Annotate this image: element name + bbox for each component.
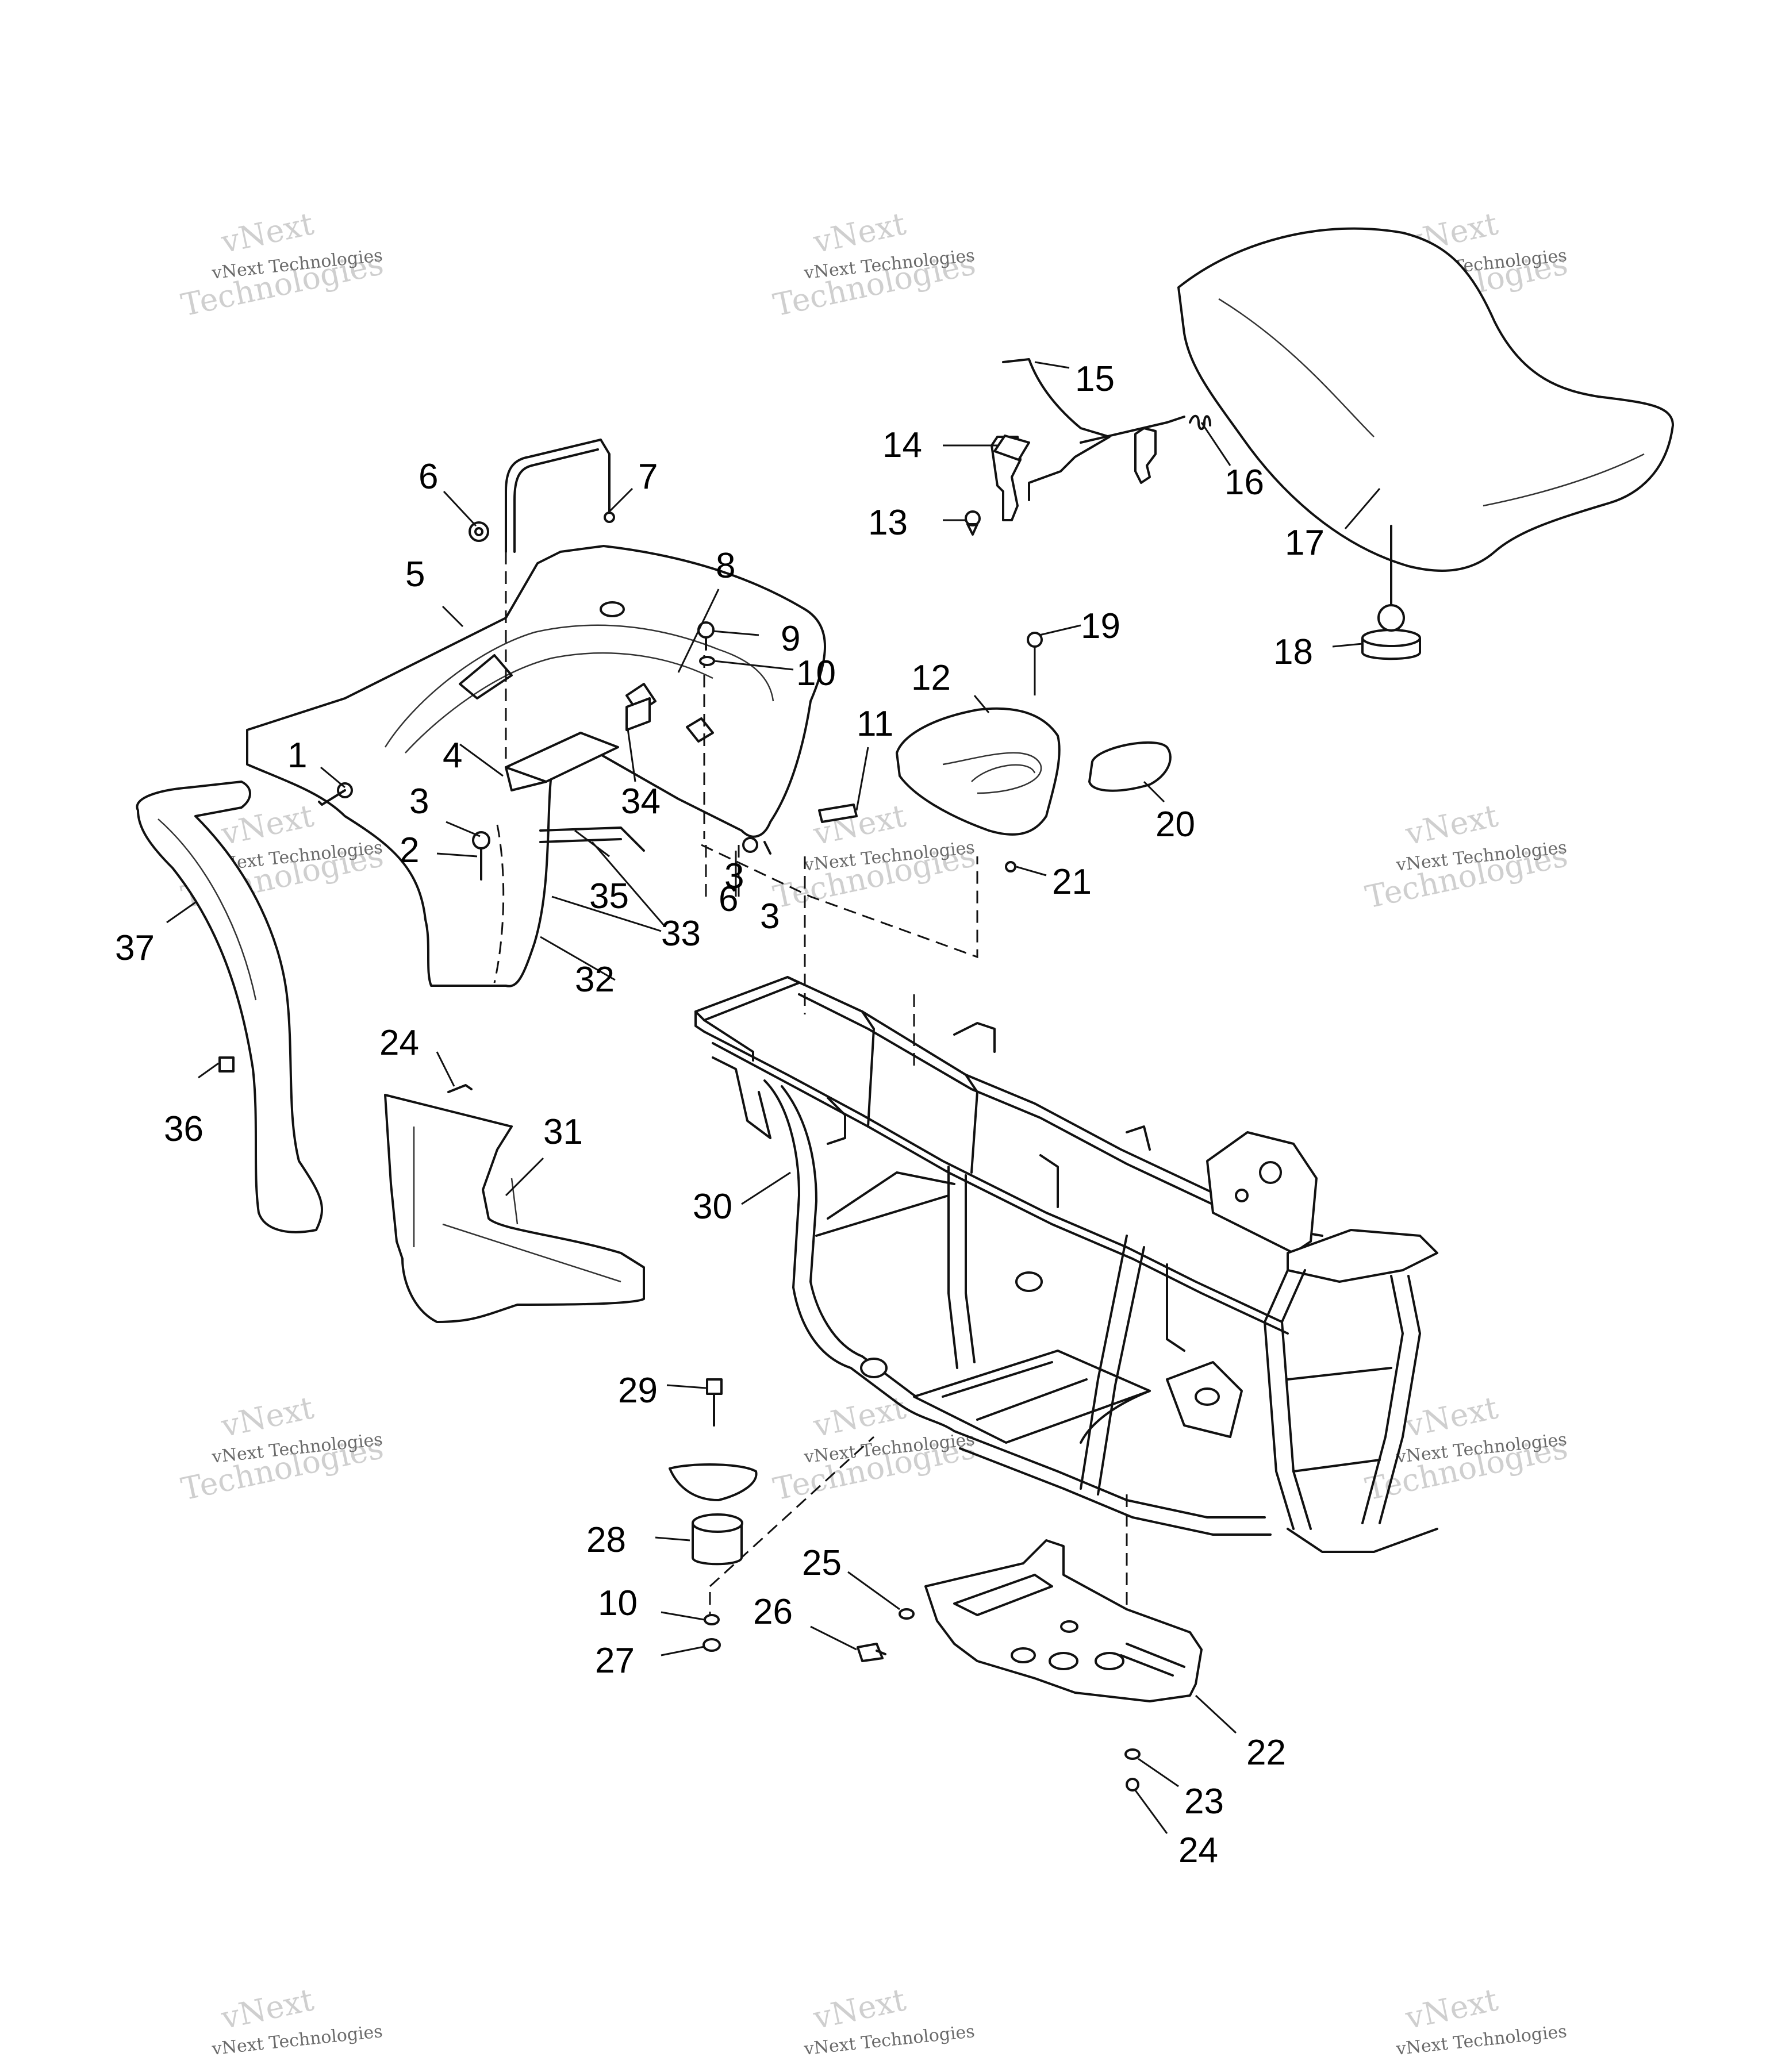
callout-37: 37	[115, 928, 155, 968]
callout-6: 6	[419, 457, 438, 497]
watermark-tile: vNext Technologies vNext Technologies	[1362, 1389, 1571, 1507]
watermark-text: vNext	[218, 1389, 317, 1444]
engine-mount	[669, 1378, 758, 1652]
callout-16: 16	[1224, 463, 1264, 502]
footrest-guard	[136, 781, 323, 1233]
callout-34: 34	[621, 782, 661, 821]
tail-light-lens	[1088, 741, 1172, 792]
reference-lines	[505, 552, 1128, 1678]
callout-23: 23	[1184, 1782, 1224, 1821]
callout-28: 28	[586, 1520, 626, 1560]
callout-leaders	[166, 361, 1381, 1834]
watermark-text: vNext	[810, 205, 909, 260]
callout-4: 4	[443, 736, 462, 775]
fender-nut	[469, 521, 489, 542]
callout-14: 14	[882, 425, 922, 465]
callout-27: 27	[595, 1641, 635, 1681]
callout-8: 8	[716, 546, 735, 586]
callout-13: 13	[868, 503, 908, 543]
callout-3: 3	[760, 897, 780, 936]
callout-9: 9	[781, 619, 800, 659]
callout-31: 31	[543, 1112, 583, 1152]
callout-19: 19	[1081, 606, 1120, 646]
watermark-tile: vNext Technologies vNext Technologies	[178, 1389, 387, 1507]
callout-30: 30	[693, 1187, 732, 1227]
watermark-text: vNext	[1402, 1981, 1502, 2036]
callout-18: 18	[1273, 632, 1313, 672]
footrest-panel	[384, 1094, 645, 1323]
callout-10: 10	[598, 1583, 638, 1623]
callout-11: 11	[857, 704, 893, 744]
watermark-text: vNext	[218, 205, 317, 260]
rear-fasteners	[1005, 632, 1043, 872]
watermark-tile: vNext Technologies vNext Technologies	[1362, 797, 1571, 915]
callout-15: 15	[1075, 359, 1115, 399]
skid-plate	[924, 1539, 1203, 1792]
callout-3: 3	[724, 856, 744, 896]
callout-32: 32	[575, 960, 615, 1000]
callout-26: 26	[753, 1592, 793, 1632]
callout-29: 29	[618, 1371, 658, 1410]
callout-3: 3	[409, 782, 429, 821]
watermark-tile: vNext vNext Technologies	[803, 1981, 976, 2059]
fender-bracket	[505, 697, 651, 791]
callout-25: 25	[802, 1543, 842, 1583]
skid-plate-fasteners	[857, 1608, 915, 1662]
callout-22: 22	[1246, 1733, 1286, 1773]
fender-latch	[318, 782, 858, 881]
callout-1: 1	[287, 736, 307, 775]
watermark-text: vNext	[218, 1981, 317, 2036]
callout-5: 5	[405, 555, 425, 594]
callout-20: 20	[1155, 805, 1195, 844]
callout-2: 2	[400, 831, 419, 870]
main-frame	[694, 976, 1438, 1553]
watermark-text: vNext	[810, 797, 909, 852]
footrest-clip	[218, 1056, 473, 1093]
callout-6: 6	[719, 879, 738, 919]
watermark-tile: vNext Technologies vNext Technologies	[178, 205, 387, 323]
watermark-text: vNext	[1402, 1389, 1502, 1444]
watermark-tile: vNext Technologies vNext Technologies	[770, 205, 979, 323]
callout-24: 24	[379, 1023, 419, 1063]
callout-10: 10	[796, 653, 836, 693]
watermark-text: vNext	[810, 1389, 909, 1444]
watermark-tile: vNext Technologies vNext Technologies	[770, 797, 979, 915]
callout-7: 7	[638, 457, 658, 497]
seat	[1177, 227, 1674, 572]
mud-flap-bracket	[539, 827, 645, 852]
callout-12: 12	[911, 658, 951, 698]
callout-21: 21	[1052, 862, 1092, 902]
callout-17: 17	[1285, 523, 1324, 563]
seat-bumper	[1361, 525, 1421, 660]
callout-33: 33	[661, 914, 701, 954]
watermark-tile: vNext vNext Technologies	[210, 1981, 383, 2059]
callout-35: 35	[589, 877, 629, 916]
watermark-tile: vNext vNext Technologies	[1395, 1981, 1568, 2059]
watermark-text: vNext	[1402, 797, 1502, 852]
seat-latch	[965, 358, 1211, 536]
callout-36: 36	[164, 1109, 204, 1149]
callout-24: 24	[1178, 1831, 1218, 1870]
rack-handle	[505, 439, 615, 553]
callout-labels: 1 2 3 3 3 4 5 6 6 7 8 9 10 10 11 12 13 1…	[115, 359, 1324, 1870]
tail-light-housing	[896, 707, 1061, 836]
watermark-text: vNext	[810, 1981, 909, 2036]
